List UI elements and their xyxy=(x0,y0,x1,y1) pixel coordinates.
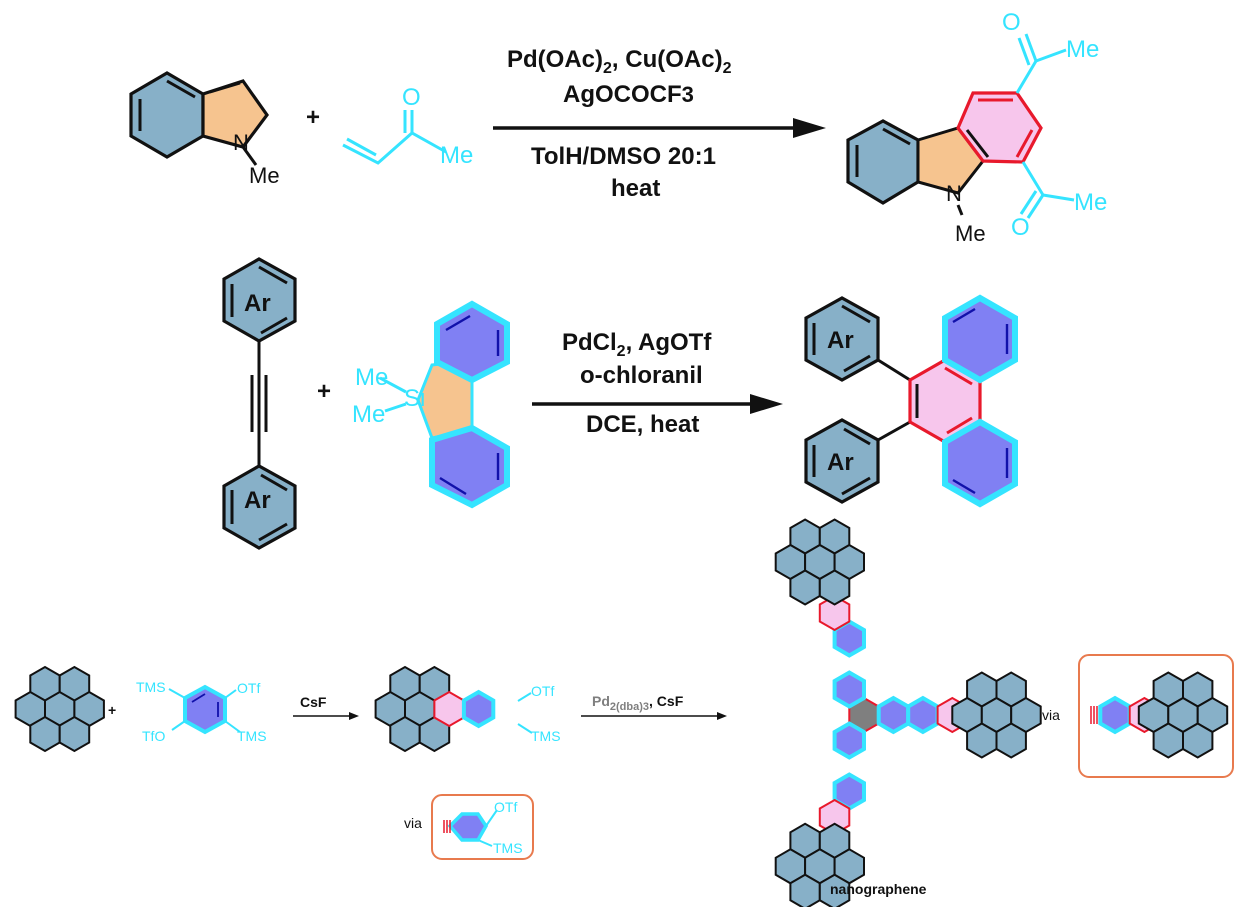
nanographene-arm-ring-6 xyxy=(906,695,940,735)
plus-sign-1: + xyxy=(306,104,320,131)
r2-condition-3: DCE, heat xyxy=(586,411,699,438)
r2-condition-2: o-chloranil xyxy=(580,362,703,389)
intermediate-tms: TMS xyxy=(531,728,561,744)
r1-condition-2: AgOCOCF3 xyxy=(563,81,694,108)
phenanthrene-product: Ar Ar xyxy=(804,294,1018,508)
via-label-2: via xyxy=(1042,707,1060,723)
indole-me-label: Me xyxy=(249,163,280,188)
carbazole-product: N Me xyxy=(846,91,1043,246)
intermediate-new-ring xyxy=(433,690,465,728)
r3-condition-2: Pd2(dba)3, CsF xyxy=(592,693,684,713)
silole-bottom-benzene xyxy=(429,424,510,509)
product-me2-label: Me xyxy=(1074,189,1107,216)
silole-top-benzene xyxy=(434,300,510,384)
silole-si-label: Si xyxy=(404,385,425,412)
phenanthrene-bottom-benzene xyxy=(942,418,1018,508)
carbazole-me-label: Me xyxy=(955,221,986,246)
precursor-tfo: TfO xyxy=(142,728,165,744)
intermediate-perylene-ring-4 xyxy=(389,715,421,753)
via-box-1-tms: TMS xyxy=(493,840,523,856)
bis-aryne-precursor: TMS OTf TfO TMS xyxy=(136,679,267,744)
enone-me-label: Me xyxy=(440,142,473,169)
via-box-1-otf: OTf xyxy=(494,799,517,815)
r1-arrow xyxy=(493,118,826,138)
enone-o-label: O xyxy=(402,84,421,111)
phenanthrene-top-benzene xyxy=(942,294,1018,384)
precursor-benzene xyxy=(183,684,227,735)
r1-condition-1: Pd(OAc)2, Cu(OAc)2 xyxy=(507,46,732,77)
nanographene-arm-ring-1 xyxy=(832,670,866,709)
carbazole-n-label: N xyxy=(946,181,962,206)
r3-arrow-1 xyxy=(293,712,359,720)
product-ar2-label: Ar xyxy=(827,449,854,476)
nanographene-arm-ring-2 xyxy=(832,721,866,760)
nanographene-perylene-bottom-ring-6 xyxy=(818,873,851,907)
precursor-tms-1: TMS xyxy=(136,679,166,695)
intermediate-substituents xyxy=(517,692,533,734)
nanographene-perylene-right-ring-5 xyxy=(966,722,998,759)
indole-benzene-ring xyxy=(129,71,205,159)
indole-n-label: N xyxy=(233,130,249,155)
product-acetyl-groups xyxy=(1015,33,1075,219)
via-box-2 xyxy=(1078,654,1234,778)
silole-me2-label: Me xyxy=(352,401,385,428)
dibenzosilole: Me Si Me xyxy=(352,300,510,509)
via-box-1: OTf TMS xyxy=(431,794,534,860)
via-box-2-perylene-ring-6 xyxy=(1182,722,1214,759)
product-ar-ring-2 xyxy=(804,418,880,504)
via-box-2-perylene-ring-5 xyxy=(1152,722,1184,759)
perylene-start-ring-6 xyxy=(58,715,91,753)
nanographene-perylene-right-ring-6 xyxy=(995,722,1027,759)
product-o2-label: O xyxy=(1011,214,1030,241)
ar-ring-bottom xyxy=(222,464,297,550)
r3-csf-label: CsF xyxy=(300,694,327,710)
plus-sign-2: + xyxy=(317,378,331,405)
silole-me1-label: Me xyxy=(355,364,388,391)
r1-condition-4: heat xyxy=(611,175,660,202)
via-box-2-aryne-ring xyxy=(1098,695,1132,735)
precursor-otf-1: OTf xyxy=(237,680,260,696)
carbazole-central-ring xyxy=(916,126,985,195)
nanographene-arm-ring-3 xyxy=(876,695,911,735)
r2-arrow xyxy=(532,394,783,414)
ar-ring-top xyxy=(222,257,297,343)
ar-bottom-label: Ar xyxy=(244,487,271,514)
product-o1-label: O xyxy=(1002,9,1021,36)
nanographene-perylene-bottom-ring-5 xyxy=(789,873,821,907)
nanographene-perylene-top-ring-6 xyxy=(818,569,851,606)
r2-condition-1: PdCl2, AgOTf xyxy=(562,329,712,360)
intermediate-otf: OTf xyxy=(531,683,554,699)
nanographene-perylene-top-ring-5 xyxy=(789,569,821,606)
ar-top-label: Ar xyxy=(244,290,271,317)
plus-sign-3: + xyxy=(108,702,116,718)
nanographene-label: nanographene xyxy=(830,881,927,897)
diaryl-alkyne: Ar Ar xyxy=(222,257,297,550)
row3-structures xyxy=(14,518,1229,907)
precursor-tms-2: TMS xyxy=(237,728,267,744)
n-methylindole: N Me xyxy=(129,71,280,188)
methyl-vinyl-ketone xyxy=(342,110,447,165)
r1-condition-3: TolH/DMSO 20:1 xyxy=(531,143,716,170)
product-me1-label: Me xyxy=(1066,36,1099,63)
via-label-1: via xyxy=(404,815,422,831)
intermediate-aryne-ring xyxy=(461,689,496,729)
perylene-start-ring-5 xyxy=(29,715,61,753)
r3-arrow-2 xyxy=(581,712,727,720)
product-ar1-label: Ar xyxy=(827,327,854,354)
nanographene-new-ring-1 xyxy=(818,594,851,632)
